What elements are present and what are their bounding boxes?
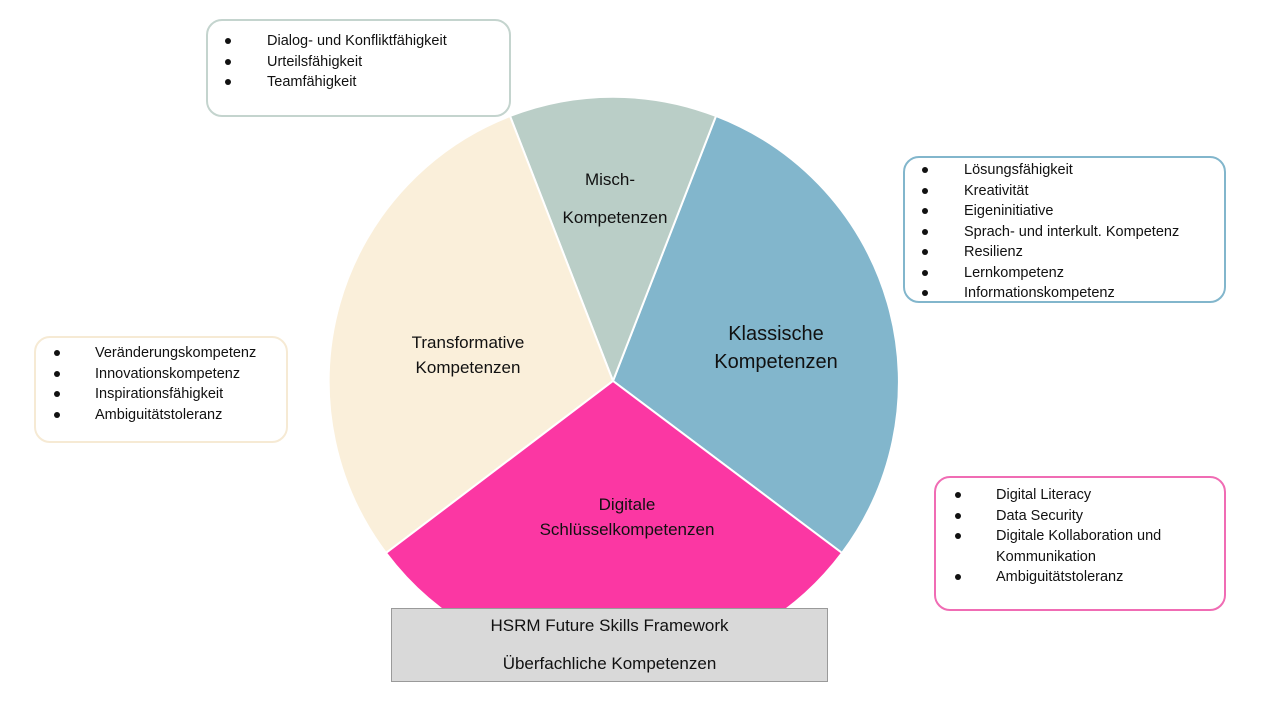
misch-skills-list: Dialog- und Konfliktfähigkeit Urteilsfäh… [208, 31, 509, 93]
framework-title: HSRM Future Skills Framework [490, 616, 729, 635]
list-item: Inspirationsfähigkeit [36, 384, 286, 405]
list-item: Ambiguitätstoleranz [36, 405, 286, 426]
list-item: Resilienz [905, 242, 1224, 263]
framework-caption-box: HSRM Future Skills Framework Überfachlic… [391, 608, 828, 682]
list-item: Lernkompetenz [905, 263, 1224, 284]
misch-skills-box: Dialog- und Konfliktfähigkeit Urteilsfäh… [206, 19, 511, 117]
segment-label-transformativ-line2: Kompetenzen [415, 358, 521, 377]
list-item: Teamfähigkeit [208, 72, 509, 93]
segment-label-digital: Digitale Schlüsselkompetenzen [512, 492, 742, 542]
segment-transformativ [327, 114, 615, 555]
list-item: Eigeninitiative [905, 201, 1224, 222]
digital-skills-box: Digital Literacy Data Security Digitale … [934, 476, 1226, 611]
segment-label-klassisch-line1: Klassische [728, 323, 824, 345]
klassisch-skills-box: Lösungsfähigkeit Kreativität Eigeninitia… [903, 156, 1226, 303]
list-item: Ambiguitätstoleranz [936, 567, 1224, 588]
segment-klassisch [611, 114, 900, 555]
segment-label-transformativ-line1: Transformative [411, 333, 525, 352]
transformativ-skills-box: Veränderungskompetenz Innovationskompete… [34, 336, 288, 443]
framework-subtitle: Überfachliche Kompetenzen [502, 654, 717, 673]
segment-label-transformativ: Transformative Kompetenzen [378, 330, 558, 380]
list-item: Veränderungskompetenz [36, 343, 286, 364]
list-item: Urteilsfähigkeit [208, 52, 509, 73]
segment-label-misch-line2: Kompetenzen [562, 208, 668, 227]
list-item: Data Security [936, 506, 1224, 527]
list-item: Dialog- und Konfliktfähigkeit [208, 31, 509, 52]
list-item: Kreativität [905, 181, 1224, 202]
segment-misch [508, 95, 718, 384]
list-item: Digital Literacy [936, 485, 1224, 506]
list-item: Lösungsfähigkeit [905, 160, 1224, 181]
list-item: Informationskompetenz [905, 283, 1224, 304]
segment-label-klassisch: Klassische Kompetenzen [676, 320, 876, 376]
list-item: Innovationskompetenz [36, 364, 286, 385]
segment-label-klassisch-line2: Kompetenzen [714, 351, 838, 373]
transformativ-skills-list: Veränderungskompetenz Innovationskompete… [36, 343, 286, 425]
segment-label-misch-line1: Misch- [584, 170, 636, 189]
segment-label-digital-line2: Schlüsselkompetenzen [539, 520, 715, 539]
list-item: Sprach- und interkult. Kompetenz [905, 222, 1224, 243]
list-item: Digitale Kollaboration und Kommunikation [936, 526, 1224, 567]
digital-skills-list: Digital Literacy Data Security Digitale … [936, 485, 1224, 588]
klassisch-skills-list: Lösungsfähigkeit Kreativität Eigeninitia… [905, 160, 1224, 304]
segment-label-digital-line1: Digitale [598, 495, 656, 514]
